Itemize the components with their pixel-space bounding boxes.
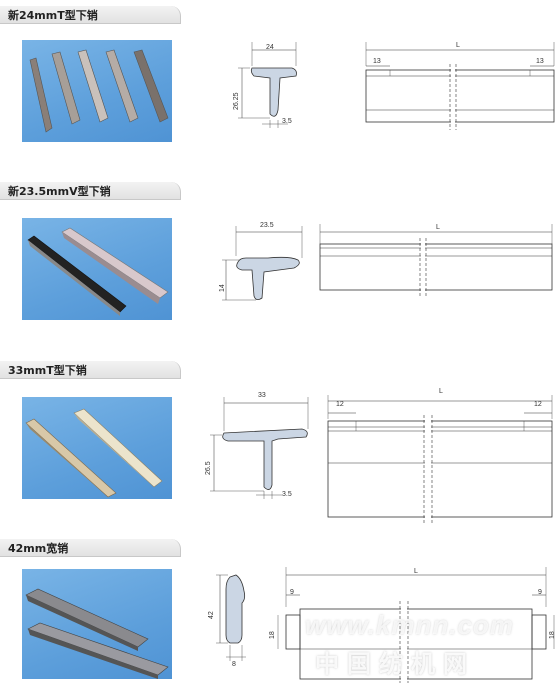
product-photo xyxy=(22,218,172,320)
dim-length-label: L xyxy=(439,388,443,395)
watermark-name: 中国纺机网 xyxy=(315,650,475,678)
dim-left-offset-label: 9 xyxy=(290,589,294,596)
t-profile-drawing xyxy=(238,42,297,128)
svg-text:42: 42 xyxy=(208,611,215,619)
svg-text:26.5: 26.5 xyxy=(205,461,212,475)
pin-rods-illustration xyxy=(27,227,169,316)
product-photo xyxy=(22,40,172,142)
dim-left-offset-label: 12 xyxy=(336,401,344,408)
svg-text:L: L xyxy=(456,42,460,49)
section-23-5mm-v-pin: 新23.5mmV型下销 23.5 14 L xyxy=(0,176,560,346)
svg-text:12: 12 xyxy=(534,401,542,408)
svg-text:14: 14 xyxy=(219,284,226,292)
length-view-drawing xyxy=(327,395,553,523)
svg-text:13: 13 xyxy=(536,58,544,65)
dim-right-offset-label: 12 xyxy=(534,401,542,408)
section-title: 33mmT型下销 xyxy=(8,364,87,377)
watermark-url: www.kmnn.com xyxy=(305,610,514,640)
svg-text:3.5: 3.5 xyxy=(282,118,292,125)
section-24mm-t-pin: 新24mmT型下销 24 26.25 3.5 xyxy=(0,0,560,170)
dim-thickness-label: 8 xyxy=(232,661,236,668)
svg-text:24: 24 xyxy=(266,44,274,51)
dim-height-label: 26.5 xyxy=(205,461,212,475)
section-title: 新24mmT型下销 xyxy=(8,9,98,22)
svg-text:9: 9 xyxy=(538,589,542,596)
v-profile-drawing xyxy=(222,226,303,301)
dim-height-label: 42 xyxy=(208,611,215,619)
svg-text:18: 18 xyxy=(269,631,276,639)
dim-thickness-label: 3.5 xyxy=(282,118,292,125)
dim-left-height-label: 18 xyxy=(269,631,276,639)
section-header: 新24mmT型下销 xyxy=(0,6,181,24)
dim-right-offset-label: 9 xyxy=(538,589,542,596)
section-title: 42mm宽销 xyxy=(8,542,69,555)
dim-right-height-label: 18 xyxy=(549,631,556,639)
length-view-drawing xyxy=(277,567,555,683)
svg-text:12: 12 xyxy=(336,401,344,408)
wide-profile-drawing xyxy=(216,574,246,661)
dim-width-label: 23.5 xyxy=(260,222,274,229)
dim-width-label: 33 xyxy=(258,392,266,399)
section-header: 42mm宽销 xyxy=(0,539,181,557)
length-view-drawing xyxy=(365,42,555,130)
svg-text:23.5: 23.5 xyxy=(260,222,274,229)
pin-rods-illustration xyxy=(29,49,169,133)
dim-height-label: 14 xyxy=(219,284,226,292)
product-photo xyxy=(22,397,172,499)
product-photo xyxy=(22,569,172,679)
pin-rods-illustration xyxy=(25,408,163,498)
section-33mm-t-pin: 33mmT型下销 33 26.5 3.5 xyxy=(0,355,560,525)
svg-text:26.25: 26.25 xyxy=(233,92,240,110)
svg-text:9: 9 xyxy=(290,589,294,596)
section-title: 新23.5mmV型下销 xyxy=(8,185,111,198)
dim-thickness-label: 3.5 xyxy=(282,491,292,498)
length-view-drawing xyxy=(319,224,553,296)
dim-length-label: L xyxy=(414,568,418,575)
svg-text:13: 13 xyxy=(373,58,381,65)
svg-text:L: L xyxy=(436,224,440,231)
svg-text:3.5: 3.5 xyxy=(282,491,292,498)
dim-width-label: 24 xyxy=(266,44,274,51)
dim-left-offset-label: 13 xyxy=(373,58,381,65)
section-42mm-wide-pin: 42mm宽销 42 8 L 9 9 18 xyxy=(0,535,560,683)
t-profile-drawing xyxy=(210,397,309,499)
svg-text:33: 33 xyxy=(258,392,266,399)
section-header: 新23.5mmV型下销 xyxy=(0,182,181,200)
dim-height-label: 26.25 xyxy=(233,92,240,110)
dim-length-label: L xyxy=(456,42,460,49)
dim-right-offset-label: 13 xyxy=(536,58,544,65)
svg-text:L: L xyxy=(439,388,443,395)
dim-length-label: L xyxy=(436,224,440,231)
svg-text:L: L xyxy=(414,568,418,575)
pin-rods-illustration xyxy=(25,588,169,679)
svg-text:8: 8 xyxy=(232,661,236,668)
svg-text:18: 18 xyxy=(549,631,556,639)
section-header: 33mmT型下销 xyxy=(0,361,181,379)
